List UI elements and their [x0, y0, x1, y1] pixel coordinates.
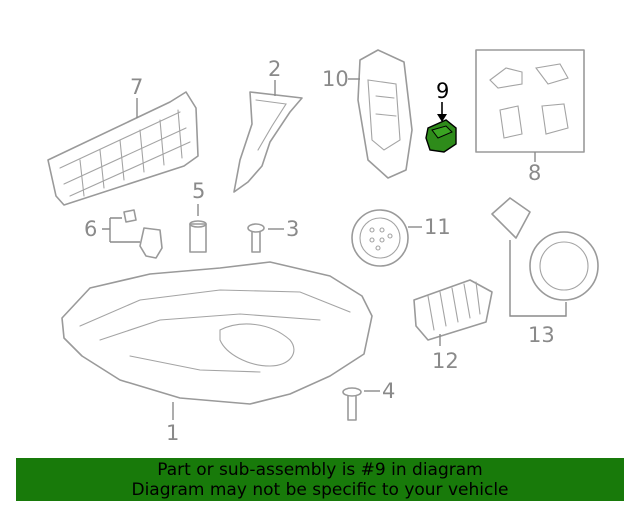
- part-9-connector[interactable]: [425, 119, 457, 153]
- callout-3: 3: [286, 217, 299, 241]
- callout-9-arrow: [437, 114, 447, 122]
- part-13-cover[interactable]: [491, 197, 599, 301]
- callout-8: 8: [528, 161, 541, 185]
- part-5-sleeve[interactable]: [189, 220, 207, 253]
- callout-13: 13: [528, 323, 555, 347]
- part-12-heat-sink[interactable]: [413, 279, 493, 341]
- callout-11: 11: [424, 215, 451, 239]
- callout-5: 5: [192, 179, 205, 203]
- callout-6: 6: [84, 217, 97, 241]
- callout-1: 1: [166, 421, 179, 445]
- part-8-clips-kit[interactable]: [475, 49, 585, 153]
- part-6-bulb[interactable]: [123, 209, 163, 259]
- callout-13-leader: [509, 240, 567, 317]
- callout-9: 9: [436, 79, 449, 103]
- callout-6-leader: [102, 217, 140, 243]
- banner-line-2: Diagram may not be specific to your vehi…: [131, 480, 509, 500]
- banner-line-1: Part or sub-assembly is #9 in diagram: [157, 460, 483, 480]
- callout-12: 12: [432, 349, 459, 373]
- part-1-headlamp-assembly[interactable]: [61, 261, 373, 405]
- callout-7: 7: [130, 75, 143, 99]
- part-10-control-module[interactable]: [357, 49, 413, 179]
- callout-4: 4: [382, 379, 395, 403]
- part-7-bracket[interactable]: [47, 91, 199, 206]
- callout-10: 10: [322, 67, 349, 91]
- part-11-round-module[interactable]: [351, 209, 409, 267]
- part-3-screw[interactable]: [247, 223, 265, 253]
- part-2-deflector[interactable]: [233, 91, 303, 193]
- info-banner: Part or sub-assembly is #9 in diagram Di…: [16, 458, 624, 501]
- part-4-bolt[interactable]: [342, 387, 362, 421]
- callout-2: 2: [268, 57, 281, 81]
